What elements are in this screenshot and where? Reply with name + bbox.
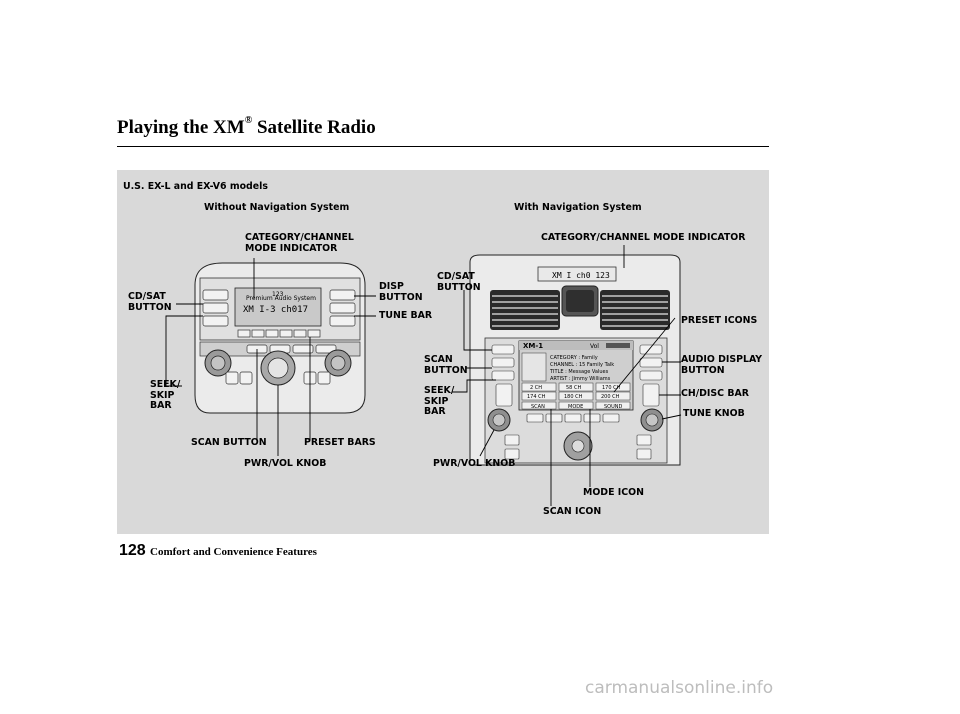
svg-text:123: 123	[272, 291, 284, 298]
left-scan-button-label: SCAN BUTTON	[191, 437, 267, 448]
svg-text:TITLE : Message Values: TITLE : Message Values	[549, 369, 609, 375]
svg-text:SCAN: SCAN	[531, 404, 545, 410]
watermark: carmanualsonline.info	[585, 678, 774, 698]
left-disp-label: DISP BUTTON	[379, 281, 423, 303]
right-mode-icon-label: MODE ICON	[583, 487, 644, 498]
right-audio-display-label: AUDIO DISPLAY BUTTON	[681, 354, 763, 376]
svg-text:Vol: Vol	[590, 343, 599, 350]
right-ch-disc-label: CH/DISC BAR	[681, 388, 749, 399]
svg-text:Premium Audio System: Premium Audio System	[246, 295, 316, 302]
right-preset-icons-label: PRESET ICONS	[681, 315, 758, 326]
svg-text:XM-1: XM-1	[523, 342, 543, 350]
svg-text:200 CH: 200 CH	[601, 394, 620, 400]
svg-text:ARTIST : Jimmy Williams: ARTIST : Jimmy Williams	[550, 376, 611, 382]
right-category-channel-label: CATEGORY/CHANNEL MODE INDICATOR	[541, 232, 746, 243]
svg-text:58 CH: 58 CH	[566, 385, 581, 391]
svg-text:2 CH: 2 CH	[530, 385, 542, 391]
models-heading: U.S. EX-L and EX-V6 models	[123, 181, 268, 192]
svg-text:180 CH: 180 CH	[564, 394, 583, 400]
left-preset-bars-label: PRESET BARS	[304, 437, 376, 448]
svg-text:XM I-3 ch017: XM I-3 ch017	[243, 305, 308, 315]
svg-text:CHANNEL : 15 Family Talk: CHANNEL : 15 Family Talk	[550, 362, 614, 368]
right-scan-label: SCAN BUTTON	[424, 354, 468, 376]
right-tune-knob-label: TUNE KNOB	[683, 408, 745, 419]
left-pwr-vol-label: PWR/VOL KNOB	[244, 458, 327, 469]
svg-text:SOUND: SOUND	[604, 404, 623, 410]
page-number: 128	[119, 542, 146, 559]
right-scan-icon-label: SCAN ICON	[543, 506, 602, 517]
left-radio-unit: Premium Audio System XM I-3 ch017 123	[194, 262, 366, 414]
right-pwr-vol-label: PWR/VOL KNOB	[433, 458, 516, 469]
callout-lines	[165, 245, 682, 506]
svg-text:170 CH: 170 CH	[602, 385, 621, 391]
right-radio-unit: XM I ch0 123 XM-1 Vol CATEGORY : Family …	[469, 254, 681, 466]
svg-text:CATEGORY : Family: CATEGORY : Family	[550, 355, 598, 361]
svg-text:XM I ch0 123: XM I ch0 123	[552, 271, 610, 280]
right-cd-sat-label: CD/SAT BUTTON	[437, 271, 481, 293]
with-nav-heading: With Navigation System	[514, 202, 642, 213]
svg-text:MODE: MODE	[568, 404, 583, 410]
left-tune-bar-label: TUNE BAR	[379, 310, 433, 321]
footer-section-title: Comfort and Convenience Features	[150, 546, 317, 558]
right-seek-skip-label: SEEK/ SKIP BAR	[424, 385, 455, 417]
svg-text:174 CH: 174 CH	[527, 394, 546, 400]
left-category-channel-label: CATEGORY/CHANNEL MODE INDICATOR	[245, 232, 354, 254]
left-seek-skip-label: SEEK/ SKIP BAR	[150, 379, 181, 411]
without-nav-heading: Without Navigation System	[204, 202, 350, 213]
title-rule	[117, 146, 769, 147]
left-cd-sat-label: CD/SAT BUTTON	[128, 291, 172, 313]
page-title: Playing the XM® Satellite Radio	[117, 115, 376, 138]
